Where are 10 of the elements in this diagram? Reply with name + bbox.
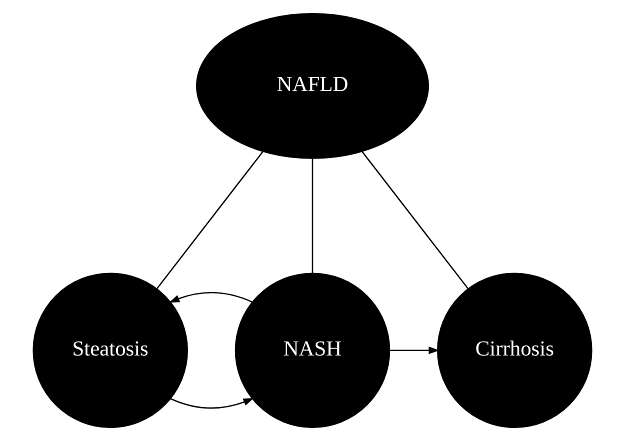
arrow	[390, 346, 440, 354]
connector	[156, 151, 264, 289]
connector	[312, 158, 314, 274]
arrow	[168, 292, 252, 303]
node-circle: Cirrhosis	[437, 272, 592, 428]
connector	[362, 151, 468, 289]
node-ellipse: NAFLD	[196, 12, 429, 159]
arrow	[170, 398, 254, 409]
node-circle: NASH	[234, 272, 390, 428]
node-circle: Steatosis	[32, 272, 188, 428]
